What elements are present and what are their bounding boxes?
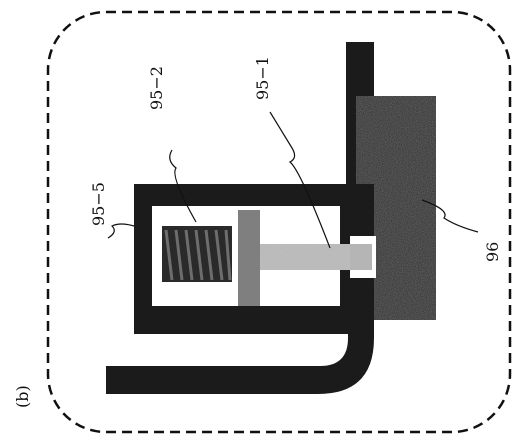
spring-95-2 (162, 226, 232, 282)
label-95-2: 95−2 (147, 66, 166, 110)
leader-95-5 (107, 223, 135, 239)
label-95-1: 95−1 (253, 56, 272, 100)
piston-plate (238, 210, 260, 306)
label-95-5: 95−5 (89, 182, 108, 226)
leader-96 (421, 199, 479, 233)
curved-arm (106, 300, 374, 394)
panel-label: (b) (13, 385, 32, 408)
leader-95-1 (269, 111, 331, 249)
label-96: 96 (483, 242, 502, 262)
leader-95-2 (169, 149, 197, 223)
piston-rod-tip (350, 244, 372, 270)
